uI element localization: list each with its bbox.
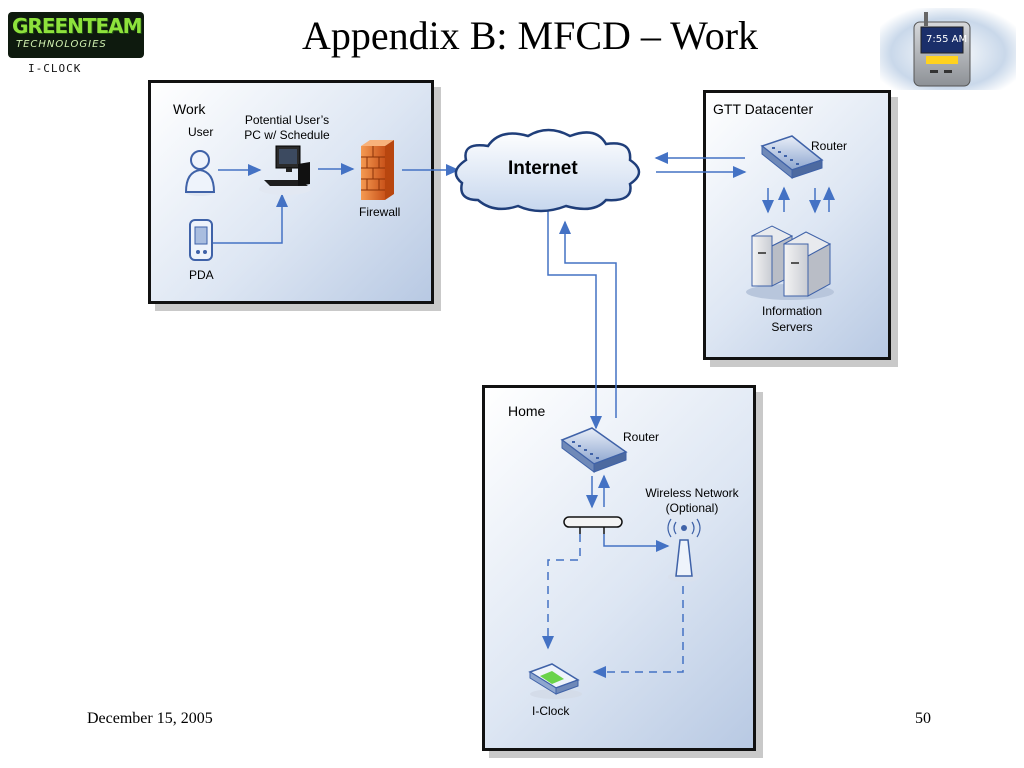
- pc-label-line1: Potential User’s: [244, 113, 330, 127]
- internet-datacenter-connectors: [654, 152, 747, 178]
- datacenter-panel: [703, 90, 891, 360]
- computer-icon: [259, 145, 311, 195]
- device-time: 7:55 AM: [926, 34, 968, 45]
- router-icon: [560, 427, 628, 473]
- user-icon: [184, 150, 216, 196]
- logo-badge: GREENTEAM TECHNOLOGIES: [8, 12, 144, 58]
- home-panel: [482, 385, 756, 751]
- home-connectors: [542, 474, 684, 678]
- pda-label: PDA: [189, 268, 214, 282]
- logo-product-text: I-CLOCK: [28, 62, 82, 75]
- pc-label: Potential User’s PC w/ Schedule: [232, 113, 342, 143]
- home-router-label: Router: [623, 430, 660, 444]
- logo-sub-text: TECHNOLOGIES: [16, 39, 107, 50]
- pda-icon: [189, 219, 213, 261]
- datacenter-title: GTT Datacenter: [713, 101, 814, 117]
- slide-title: Appendix B: MFCD – Work: [301, 13, 759, 58]
- wireless-label: Wireless Network (Optional): [636, 486, 748, 516]
- servers-label-line2: Servers: [771, 320, 813, 334]
- pc-label-line2: PC w/ Schedule: [244, 128, 330, 142]
- internet-home-connectors: [547, 205, 617, 430]
- wireless-label-line2: (Optional): [665, 501, 719, 515]
- firewall-label: Firewall: [359, 205, 401, 219]
- hub-icon: [563, 516, 623, 534]
- datacenter-connectors: [762, 186, 835, 214]
- footer-date: December 15, 2005: [87, 710, 213, 727]
- iclock-label: I-Clock: [532, 704, 570, 718]
- internet-label: Internet: [508, 158, 578, 179]
- servers-label: Information Servers: [742, 303, 842, 335]
- firewall-icon: [361, 140, 394, 200]
- iclock-icon: [528, 663, 582, 699]
- servers-label-line1: Information: [761, 304, 823, 318]
- router-icon: [760, 135, 824, 180]
- home-title: Home: [508, 403, 546, 419]
- wireless-label-line1: Wireless Network: [645, 486, 739, 500]
- logo-main-text: GREENTEAM: [12, 14, 143, 38]
- greenteam-logo: GREENTEAM TECHNOLOGIES I-CLOCK: [8, 12, 144, 78]
- user-label: User: [188, 125, 214, 139]
- work-title: Work: [173, 101, 206, 117]
- antenna-icon: [667, 518, 701, 582]
- cloud-icon: [454, 128, 641, 213]
- work-connectors: [213, 163, 460, 244]
- server-icon: [746, 225, 834, 300]
- iclock-device-image: 7:55 AM: [880, 8, 1016, 90]
- datacenter-router-label: Router: [811, 139, 848, 153]
- page-number: 50: [915, 710, 931, 727]
